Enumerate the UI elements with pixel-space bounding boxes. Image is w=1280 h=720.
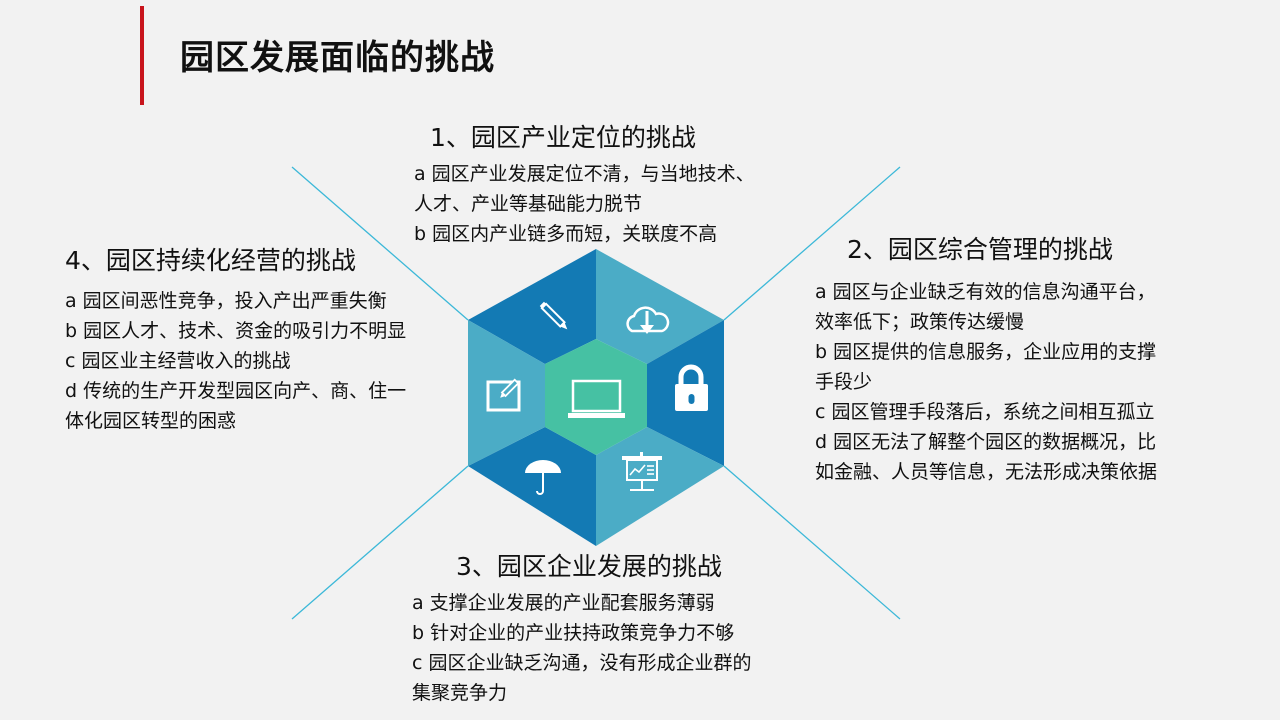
segment-top-right: [596, 249, 724, 364]
pencil-icon: [539, 301, 568, 330]
title-accent-bar: [140, 6, 144, 105]
umbrella-icon: [525, 460, 561, 495]
challenge-2-line: c 园区管理手段落后，系统之间相互孤立: [815, 401, 1155, 423]
challenge-3-line: a 支撑企业发展的产业配套服务薄弱: [412, 592, 715, 614]
connector-line-bottom-left: [291, 465, 469, 620]
challenge-1-line: b 园区内产业链多而短，关联度不高: [414, 223, 718, 245]
lock-icon: [675, 364, 708, 411]
presentation-board-icon: [622, 452, 662, 491]
challenge-2-heading: 2、园区综合管理的挑战: [847, 235, 1113, 264]
challenge-1-industry-positioning: 1、园区产业定位的挑战 a 园区产业发展定位不清，与当地技术、 人才、产业等基础…: [414, 121, 755, 249]
challenge-4-line: c 园区业主经营收入的挑战: [65, 350, 291, 372]
connector-lines: [291, 166, 901, 620]
edit-square-icon: [486, 378, 521, 412]
center-hexagon: [545, 339, 647, 455]
challenge-4-line: a 园区间恶性竞争，投入产出严重失衡: [65, 290, 387, 312]
challenge-4-sustainable-operation: 4、园区持续化经营的挑战 a 园区间恶性竞争，投入产出严重失衡 b 园区人才、技…: [65, 244, 406, 436]
segment-top-left: [468, 249, 596, 364]
challenge-2-line: 如金融、人员等信息，无法形成决策依据: [815, 461, 1158, 483]
connector-line-top-left: [291, 166, 469, 321]
challenge-3-heading: 3、园区企业发展的挑战: [456, 552, 722, 581]
challenge-3-line: c 园区企业缺乏沟通，没有形成企业群的: [412, 652, 752, 674]
challenge-3-line: b 针对企业的产业扶持政策竞争力不够: [412, 622, 735, 644]
cloud-download-icon: [626, 306, 670, 334]
challenge-2-line: a 园区与企业缺乏有效的信息沟通平台，: [815, 281, 1156, 303]
challenge-4-line: b 园区人才、技术、资金的吸引力不明显: [65, 320, 407, 342]
challenge-3-enterprise-development: 3、园区企业发展的挑战 a 支撑企业发展的产业配套服务薄弱 b 针对企业的产业扶…: [412, 550, 752, 708]
challenge-4-line: d 传统的生产开发型园区向产、商、住一: [65, 380, 407, 402]
page-title: 园区发展面临的挑战: [180, 38, 495, 78]
connector-line-top-right: [723, 166, 901, 321]
segment-bottom-left: [468, 427, 596, 546]
challenge-1-line: a 园区产业发展定位不清，与当地技术、: [414, 163, 755, 185]
challenge-2-line: b 园区提供的信息服务，企业应用的支撑: [815, 341, 1157, 363]
challenge-2-integrated-management: 2、园区综合管理的挑战 a 园区与企业缺乏有效的信息沟通平台， 效率低下；政策传…: [815, 233, 1157, 487]
challenge-1-heading: 1、园区产业定位的挑战: [430, 123, 696, 152]
challenge-4-line: 体化园区转型的困惑: [65, 410, 237, 432]
challenge-1-line: 人才、产业等基础能力脱节: [414, 193, 643, 215]
challenge-3-line: 集聚竞争力: [412, 682, 508, 704]
laptop-icon: [568, 379, 625, 418]
challenge-4-heading: 4、园区持续化经营的挑战: [65, 246, 356, 275]
challenge-2-line: 手段少: [815, 371, 873, 393]
challenge-2-line: d 园区无法了解整个园区的数据概况，比: [815, 431, 1157, 453]
connector-line-bottom-right: [723, 465, 901, 620]
challenge-2-line: 效率低下；政策传达缓慢: [815, 311, 1025, 333]
